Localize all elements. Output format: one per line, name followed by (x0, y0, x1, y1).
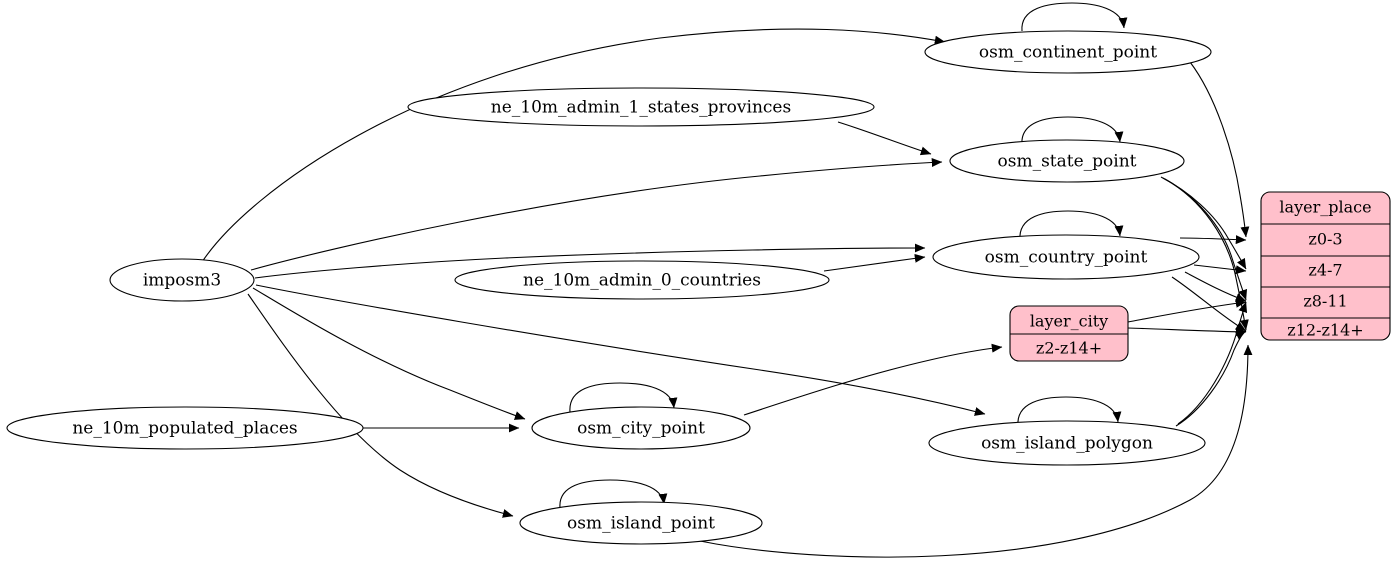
osm-city-point-label: osm_city_point (577, 419, 705, 439)
node-ne-10m-admin-0-countries[interactable]: ne_10m_admin_0_countries (454, 260, 830, 300)
record-layer-place[interactable]: layer_place z0-3 z4-7 z8-11 z12-z14+ (1260, 191, 1391, 341)
node-layer: imposm3 ne_10m_admin_1_states_provinces … (6, 30, 1391, 545)
node-osm-continent-point[interactable]: osm_continent_point (924, 30, 1212, 74)
edge-osm-state-point-to-layer-place-z12-z14 (1164, 178, 1249, 331)
osm-continent-point-ellipse[interactable] (924, 30, 1212, 74)
edge-imposm3-to-osm-island-polygon (255, 284, 986, 416)
layer-place-row-z0-3[interactable]: z0-3 (1308, 230, 1342, 249)
edge-osm-city-point-self-loop (569, 382, 678, 413)
layer-place-row-z4-7[interactable]: z4-7 (1308, 261, 1342, 280)
osm-continent-point-label: osm_continent_point (979, 43, 1157, 63)
edge-imposm3-to-osm-continent-point (201, 28, 946, 263)
ne-places-label: ne_10m_populated_places (72, 419, 297, 439)
osm-country-point-ellipse[interactable] (932, 234, 1200, 280)
layer-city-row-z2-z14[interactable]: z2-z14+ (1036, 339, 1102, 358)
osm-island-polygon-ellipse[interactable] (928, 420, 1206, 466)
edge-imposm3-to-osm-country-point (254, 243, 926, 279)
osm-country-point-label: osm_country_point (985, 248, 1148, 268)
record-layer-city[interactable]: layer_city z2-z14+ (1009, 305, 1129, 362)
osm-state-point-ellipse[interactable] (949, 139, 1185, 183)
node-imposm3[interactable]: imposm3 (109, 258, 255, 302)
edge-ne-countries-to-osm-country-point (823, 253, 926, 272)
node-osm-island-polygon[interactable]: osm_island_polygon (928, 420, 1206, 466)
osm-city-point-ellipse[interactable] (531, 406, 751, 450)
edge-osm-island-polygon-to-layer-place-z12-z14 (1175, 330, 1247, 427)
node-osm-country-point[interactable]: osm_country_point (932, 234, 1200, 280)
edge-layer-city-to-layer-place-z8-11 (1127, 298, 1247, 323)
edge-osm-continent-point-self-loop (1021, 2, 1128, 32)
osm-island-point-ellipse[interactable] (519, 501, 763, 545)
edge-osm-country-point-self-loop (1019, 210, 1124, 241)
node-osm-city-point[interactable]: osm_city_point (531, 406, 751, 450)
edge-osm-country-point-to-layer-place-z4-7 (1193, 264, 1247, 275)
edge-osm-country-point-to-layer-place-z8-11 (1184, 271, 1247, 302)
edge-osm-country-point-to-layer-place-z0-3 (1179, 235, 1247, 245)
edge-layer (201, 2, 1253, 558)
node-osm-state-point[interactable]: osm_state_point (949, 139, 1185, 183)
imposm3-ellipse[interactable] (109, 258, 255, 302)
osm-state-point-label: osm_state_point (998, 152, 1137, 172)
node-osm-island-point[interactable]: osm_island_point (519, 501, 763, 545)
ne-states-label: ne_10m_admin_1_states_provinces (491, 98, 791, 118)
edge-osm-state-point-self-loop (1021, 116, 1124, 146)
node-ne-10m-populated-places[interactable]: ne_10m_populated_places (6, 406, 364, 450)
layer-place-box[interactable] (1260, 191, 1391, 341)
edge-osm-city-point-to-layer-city (743, 343, 1003, 416)
edge-osm-island-point-to-layer-place-z12-z14 (699, 344, 1253, 558)
edge-osm-island-point-self-loop (559, 479, 668, 509)
edge-layer-city-to-layer-place-z12-z14 (1127, 327, 1247, 337)
ne-states-ellipse[interactable] (407, 87, 875, 127)
osm-island-point-label: osm_island_point (567, 514, 715, 534)
ne-countries-ellipse[interactable] (454, 260, 830, 300)
edge-imposm3-to-osm-city-point (252, 287, 526, 420)
edge-imposm3-to-osm-island-point (247, 293, 514, 518)
ne-countries-label: ne_10m_admin_0_countries (523, 271, 761, 291)
edge-ne-states-to-osm-state-point (837, 121, 932, 156)
ne-places-ellipse[interactable] (6, 406, 364, 450)
osm-island-polygon-label: osm_island_polygon (981, 434, 1153, 454)
layer-city-title: layer_city (1030, 312, 1108, 331)
layer-place-row-z12-z14[interactable]: z12-z14+ (1287, 321, 1363, 340)
imposm3-label: imposm3 (143, 271, 221, 291)
edge-osm-island-polygon-self-loop (1017, 396, 1122, 427)
node-ne-10m-admin-1-states-provinces[interactable]: ne_10m_admin_1_states_provinces (407, 87, 875, 127)
layer-place-title: layer_place (1279, 198, 1371, 217)
edge-osm-continent-point-to-layer-place-z0-3 (1189, 61, 1250, 238)
edge-imposm3-to-osm-state-point (250, 157, 943, 271)
layer-place-row-z8-11[interactable]: z8-11 (1303, 292, 1347, 311)
